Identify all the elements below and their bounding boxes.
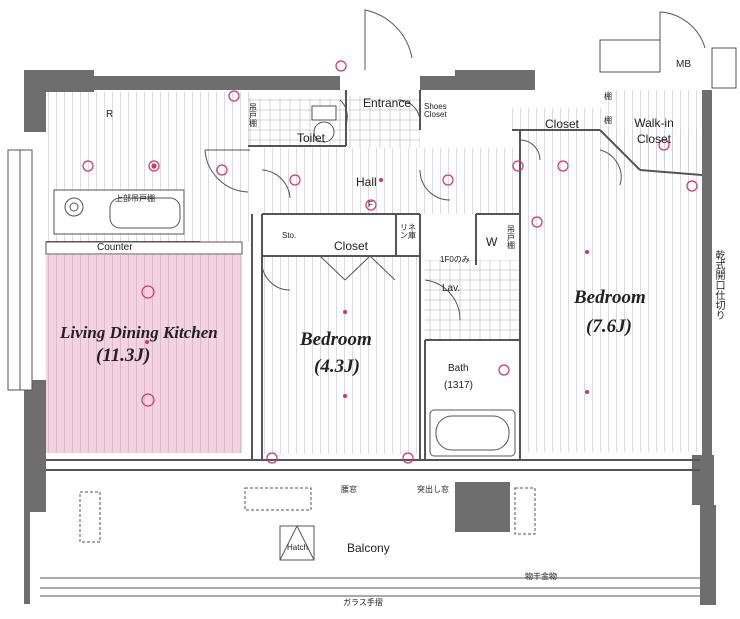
counter-label: Counter [97,242,133,253]
closet-mid-label: Closet [334,239,369,253]
floor-note-label: 1F0のみ [440,255,470,264]
upper-cabinet-label: 上部吊戸棚 [115,194,155,203]
window1-label: 腰窓 [341,485,357,494]
shoes-closet-label: Shoes Closet [424,102,447,119]
window2-label: 突出し窓 [417,485,449,494]
bedroom2-floor [520,130,702,452]
entrance-label: Entrance [363,96,412,110]
glass-rail-label: ガラス手摺 [343,598,383,607]
ldk-name-label: Living Dining Kitchen [60,323,218,342]
bedroom1-name-label: Bedroom [300,329,372,350]
bedroom2-name-label: Bedroom [574,287,646,308]
mb-label: MB [676,59,691,70]
toilet-fixture [311,105,337,143]
lav-cabinet-label: 吊戸棚 [507,225,515,250]
lav-floor [425,260,520,340]
lav-label: Lav. [442,283,461,294]
balcony-rails [40,487,700,597]
sto-label: Sto. [282,231,297,240]
walls [24,70,716,605]
w-label: W [486,235,498,249]
closet-top-floor [512,108,602,130]
hatch-label: Hatch [287,543,308,552]
bedroom1-size-label: (4.3J) [314,356,360,377]
toilet-cabinet-label: 吊戸棚 [249,103,257,128]
windows [7,39,737,391]
entrance-floor [348,96,420,148]
toilet-label: Toilet [297,131,326,145]
ldk-size-label: (11.3J) [96,345,151,366]
bedroom2-size-label: (7.6J) [586,316,632,337]
dryer-partition-label: 乾式開口仕切り [713,250,724,320]
closet-top-label: Closet [545,117,580,131]
f-mark: F [368,200,373,209]
electrical-marks [82,60,698,464]
kitchen-counter [45,189,243,255]
electrical-dots [145,178,589,398]
shelf-mark-1: 棚 [604,92,612,101]
laundry-rail-label: 物干金物 [525,572,557,581]
hall-label: Hall [356,175,377,189]
bath-size-label: (1317) [444,380,473,391]
r-mark: R [106,109,114,120]
bedroom1-floor [262,256,420,454]
linen-label: リネン庫 [400,223,416,240]
walkin-floor [602,90,702,170]
balcony-label: Balcony [347,541,390,555]
walkin-closet-label: Walk-in Closet [634,116,674,146]
shelf-mark-2: 棚 [604,116,612,125]
hall-floor [262,148,517,214]
bath-label: Bath [448,363,469,374]
interior-walls [46,90,703,471]
bathtub [429,409,516,457]
